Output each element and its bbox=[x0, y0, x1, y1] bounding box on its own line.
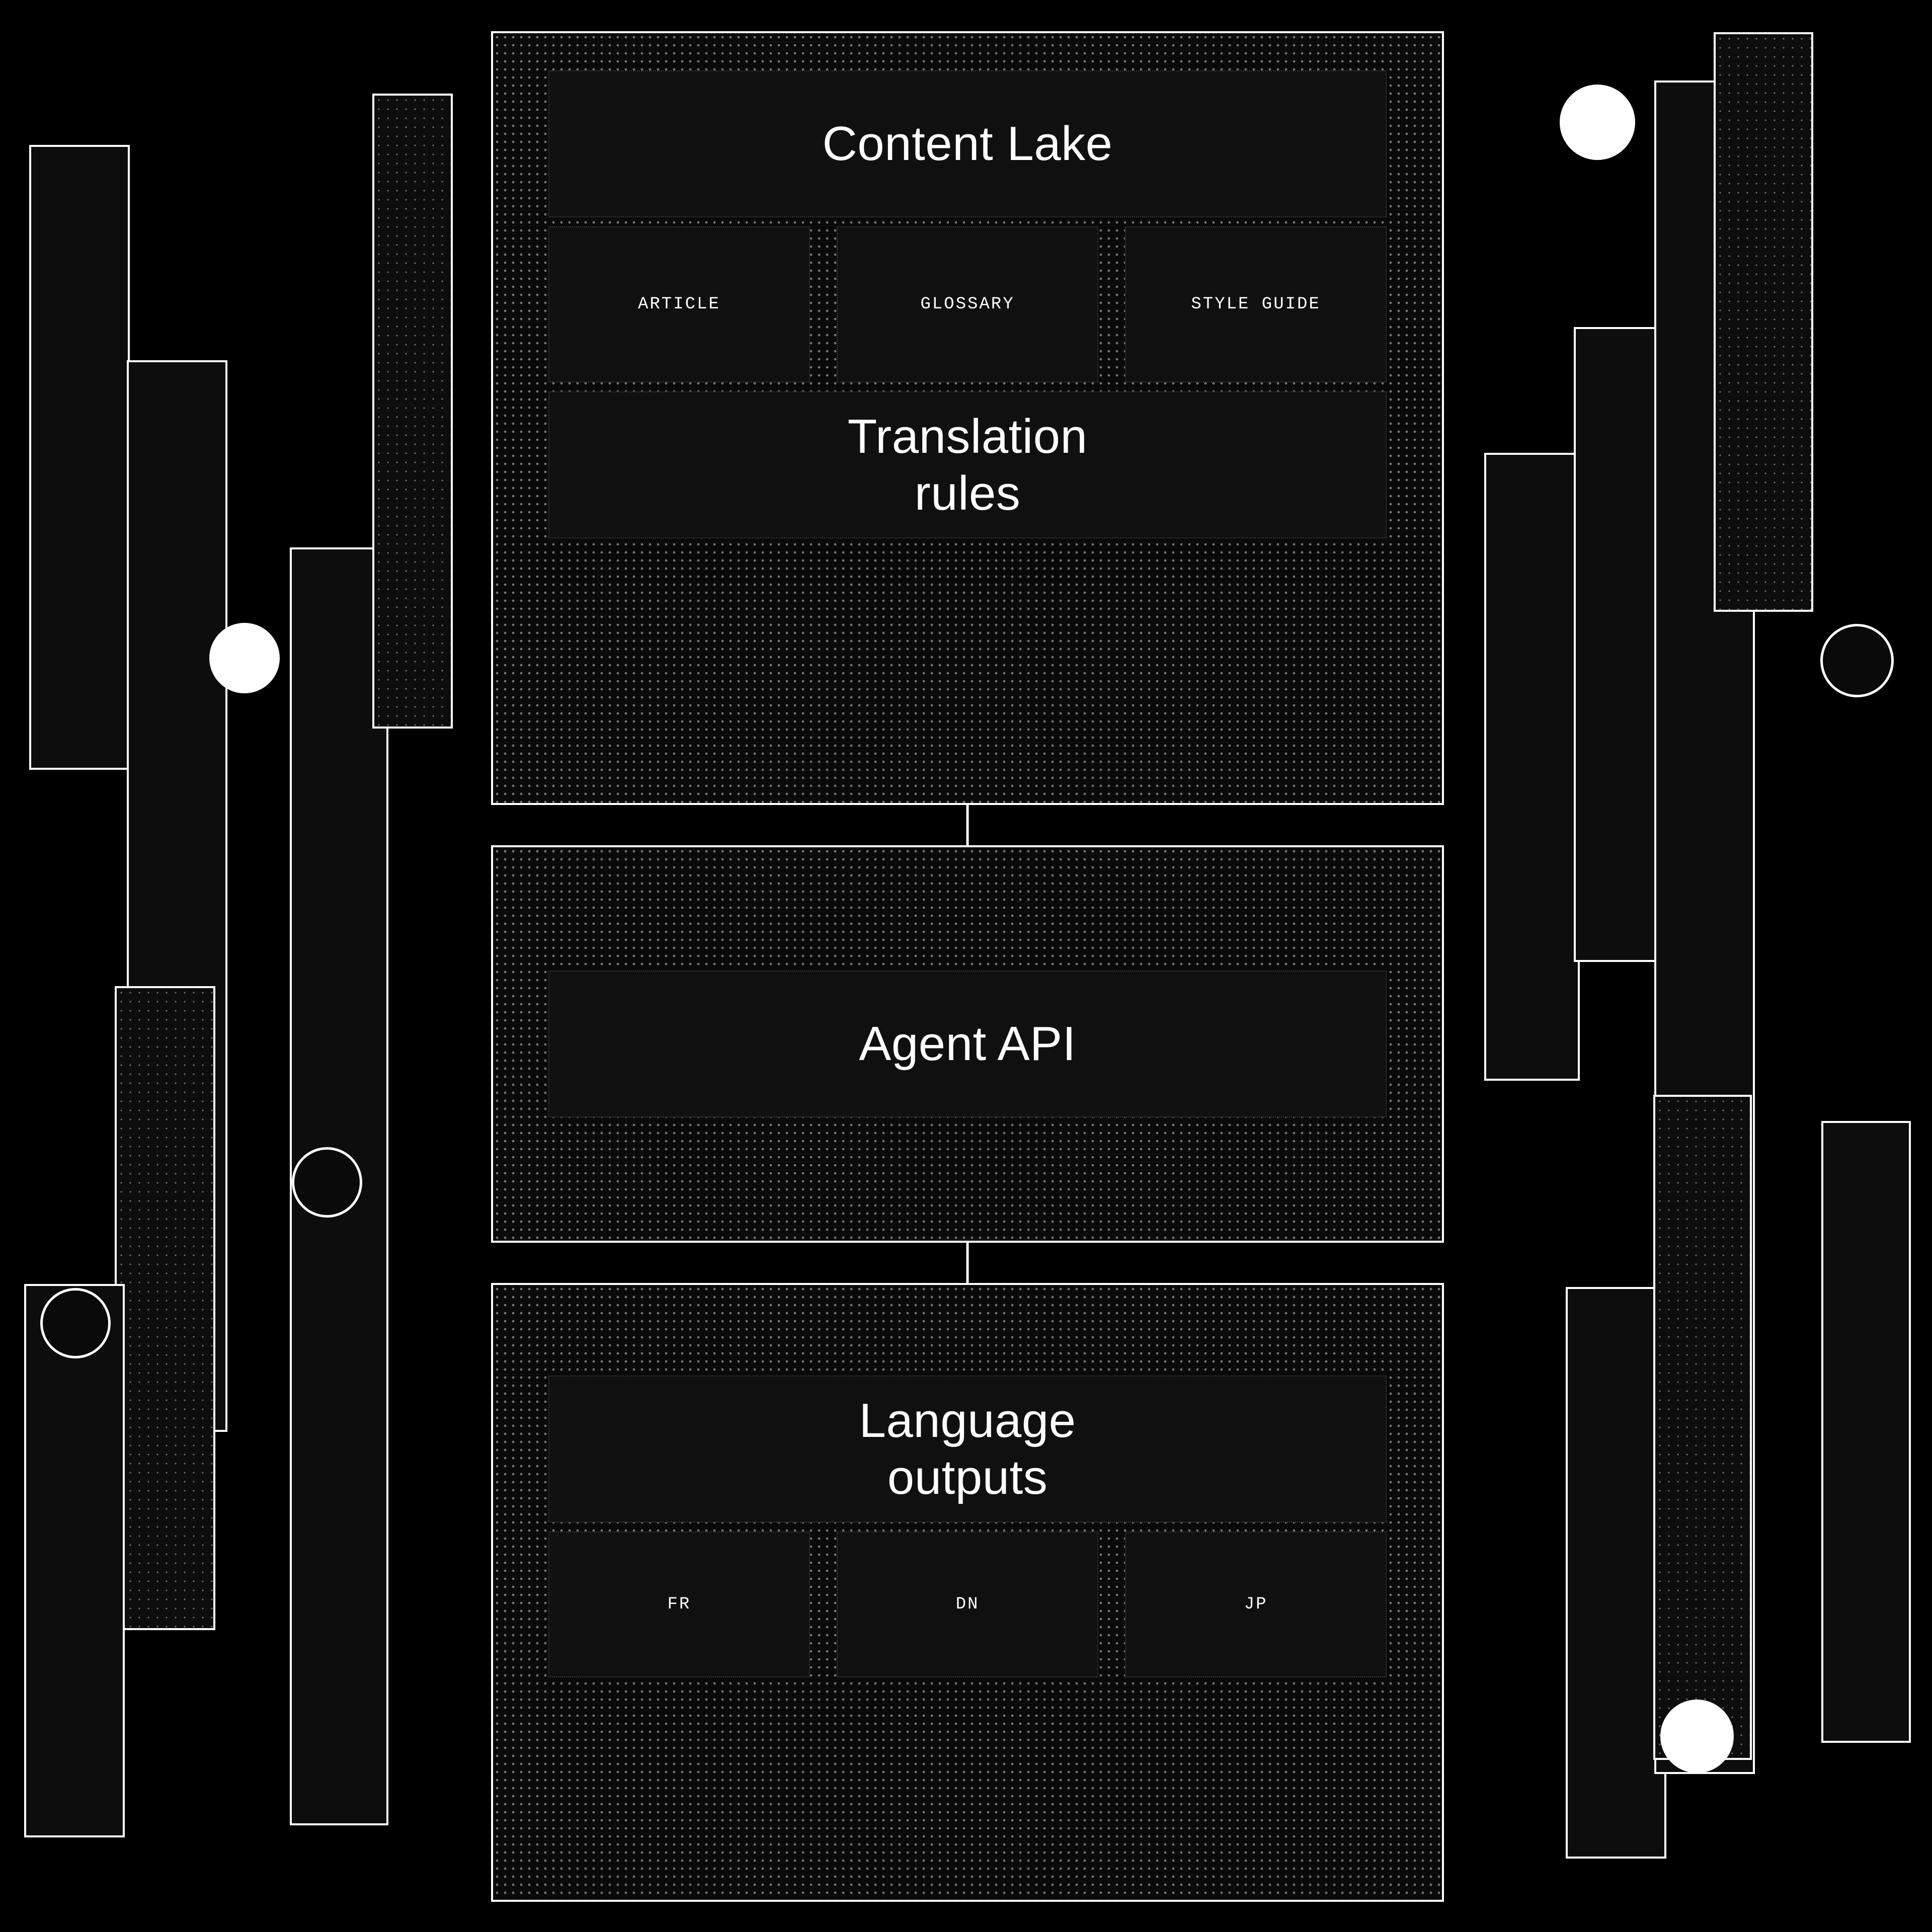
chip-style-guide[interactable]: STYLE GUIDE bbox=[1125, 226, 1387, 382]
content-lake-title: Content Lake bbox=[822, 117, 1113, 171]
architecture-stack: Content Lake ARTICLE GLOSSARY STYLE GUID… bbox=[491, 31, 1444, 1902]
deco-bar-right-5 bbox=[1653, 1095, 1752, 1760]
deco-circle-right-filled-2 bbox=[1660, 1700, 1734, 1773]
deco-circle-right-outline-1 bbox=[1820, 624, 1894, 697]
chip-fr-label: FR bbox=[667, 1595, 691, 1614]
deco-bar-left-1 bbox=[29, 145, 130, 770]
deco-bar-left-3 bbox=[290, 547, 388, 1825]
chip-style-guide-label: STYLE GUIDE bbox=[1191, 295, 1321, 314]
connector-source-to-api bbox=[966, 805, 969, 845]
deco-circle-right-filled-1 bbox=[1560, 85, 1635, 160]
deco-bar-right-1 bbox=[1484, 453, 1580, 1081]
panel-content-source-inner: Content Lake ARTICLE GLOSSARY STYLE GUID… bbox=[548, 33, 1387, 803]
deco-bar-left-4 bbox=[115, 986, 215, 1630]
deco-bar-left-6 bbox=[24, 1284, 125, 1837]
chip-glossary[interactable]: GLOSSARY bbox=[837, 226, 1098, 382]
deco-bar-left-2 bbox=[127, 360, 227, 1432]
panel-content-source[interactable]: Content Lake ARTICLE GLOSSARY STYLE GUID… bbox=[491, 31, 1444, 805]
panel-agent-api-inner: Agent API bbox=[548, 847, 1387, 1241]
chip-row-source: ARTICLE GLOSSARY STYLE GUIDE bbox=[548, 226, 1387, 382]
panel-language-outputs[interactable]: Language outputs FR DN JP bbox=[491, 1283, 1444, 1902]
chip-fr[interactable]: FR bbox=[548, 1532, 810, 1677]
chip-jp-label: JP bbox=[1244, 1595, 1268, 1614]
deco-circle-left-outline-1 bbox=[292, 1147, 362, 1218]
chip-jp[interactable]: JP bbox=[1125, 1532, 1387, 1677]
deco-circle-left-outline-2 bbox=[40, 1288, 111, 1358]
deco-bar-right-4 bbox=[1654, 80, 1755, 1774]
chip-article[interactable]: ARTICLE bbox=[548, 226, 810, 382]
panel-language-outputs-inner: Language outputs FR DN JP bbox=[548, 1285, 1387, 1900]
deco-bar-left-5 bbox=[372, 94, 453, 729]
deco-bar-right-3 bbox=[1566, 1287, 1666, 1859]
panel-agent-api[interactable]: Agent API bbox=[491, 845, 1444, 1243]
chip-dn[interactable]: DN bbox=[837, 1532, 1098, 1677]
chip-glossary-label: GLOSSARY bbox=[920, 295, 1015, 314]
agent-api-title: Agent API bbox=[859, 1017, 1076, 1071]
deco-bar-right-2 bbox=[1574, 327, 1672, 962]
chip-dn-label: DN bbox=[955, 1595, 980, 1614]
box-translation-rules[interactable]: Translation rules bbox=[548, 391, 1387, 538]
language-outputs-title: Language outputs bbox=[859, 1393, 1076, 1504]
translation-rules-title: Translation rules bbox=[847, 409, 1088, 520]
connector-api-to-output bbox=[966, 1243, 969, 1283]
chip-row-outputs: FR DN JP bbox=[548, 1532, 1387, 1677]
box-agent-api[interactable]: Agent API bbox=[548, 971, 1387, 1117]
chip-article-label: ARTICLE bbox=[637, 295, 720, 314]
deco-bar-right-7 bbox=[1821, 1121, 1911, 1743]
deco-circle-left-filled bbox=[209, 623, 280, 693]
box-language-outputs[interactable]: Language outputs bbox=[548, 1376, 1387, 1522]
box-content-lake[interactable]: Content Lake bbox=[548, 70, 1387, 217]
deco-bar-right-6 bbox=[1714, 32, 1813, 612]
